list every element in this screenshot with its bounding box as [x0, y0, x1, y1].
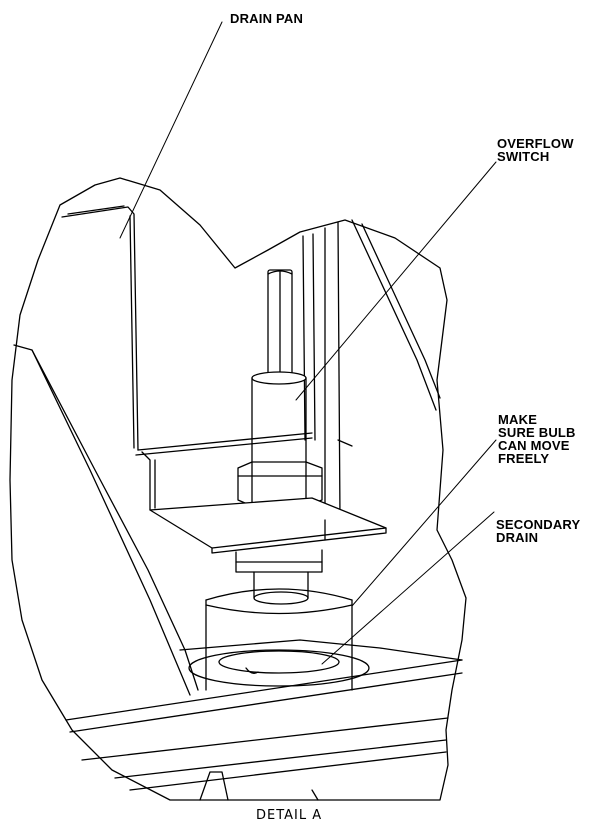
- callout-secondary-drain: SECONDARY DRAIN: [496, 517, 581, 545]
- leader-overflow-switch: [295, 161, 497, 401]
- leader-lines: [119, 21, 497, 665]
- leader-drain-pan: [119, 21, 223, 239]
- detail-boundary: [9, 177, 467, 801]
- callout-make-sure-bulb: MAKE SURE BULB CAN MOVE FREELY: [498, 412, 576, 466]
- drain-pan: [61, 205, 313, 456]
- callout-overflow-switch: OVERFLOW SWITCH: [497, 136, 574, 164]
- overflow-switch: [141, 269, 387, 605]
- detail-caption: DETAIL A: [256, 808, 323, 823]
- callout-drain-pan: DRAIN PAN: [230, 11, 304, 26]
- leader-secondary-drain: [321, 511, 495, 665]
- secondary-drain: [188, 588, 370, 691]
- left-panel: [13, 344, 199, 696]
- base-tray: [65, 639, 463, 801]
- frame-posts: [302, 219, 441, 521]
- leader-make-sure: [351, 439, 497, 607]
